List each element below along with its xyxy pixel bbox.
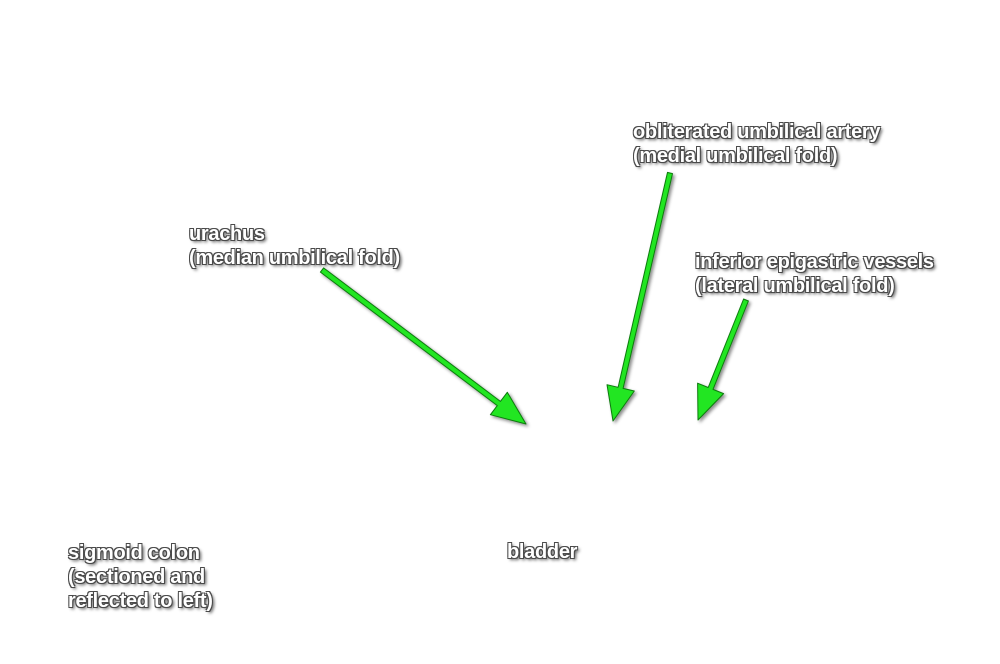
label-urachus-subtitle: (median umbilical fold) — [189, 247, 400, 269]
label-obliterated-umbilical-artery-title: obliterated umbilical artery — [633, 121, 881, 143]
label-sigmoid-colon: sigmoid colon (sectioned and reflected t… — [68, 541, 213, 613]
arrow-obliterated-umbilical-artery — [606, 171, 673, 422]
label-sigmoid-colon-title: sigmoid colon — [68, 542, 200, 564]
label-bladder-title: bladder — [507, 541, 578, 563]
label-bladder: bladder — [507, 540, 577, 564]
label-sigmoid-colon-note-2: reflected to left) — [68, 590, 213, 612]
label-urachus-title: urachus — [189, 223, 265, 245]
label-inferior-epigastric-vessels-subtitle: (lateral umbilical fold) — [695, 275, 895, 297]
label-inferior-epigastric-vessels-title: inferior epigastric vessels — [695, 251, 934, 273]
label-obliterated-umbilical-artery-subtitle: (medial umbilical fold) — [633, 145, 838, 167]
label-sigmoid-colon-note-1: (sectioned and — [68, 566, 205, 588]
label-inferior-epigastric-vessels: inferior epigastric vessels (lateral umb… — [695, 250, 934, 298]
arrow-inferior-epigastric-vessels — [697, 298, 749, 421]
label-urachus: urachus (median umbilical fold) — [189, 222, 400, 270]
label-obliterated-umbilical-artery: obliterated umbilical artery (medial umb… — [633, 120, 881, 168]
arrow-urachus — [319, 267, 527, 425]
